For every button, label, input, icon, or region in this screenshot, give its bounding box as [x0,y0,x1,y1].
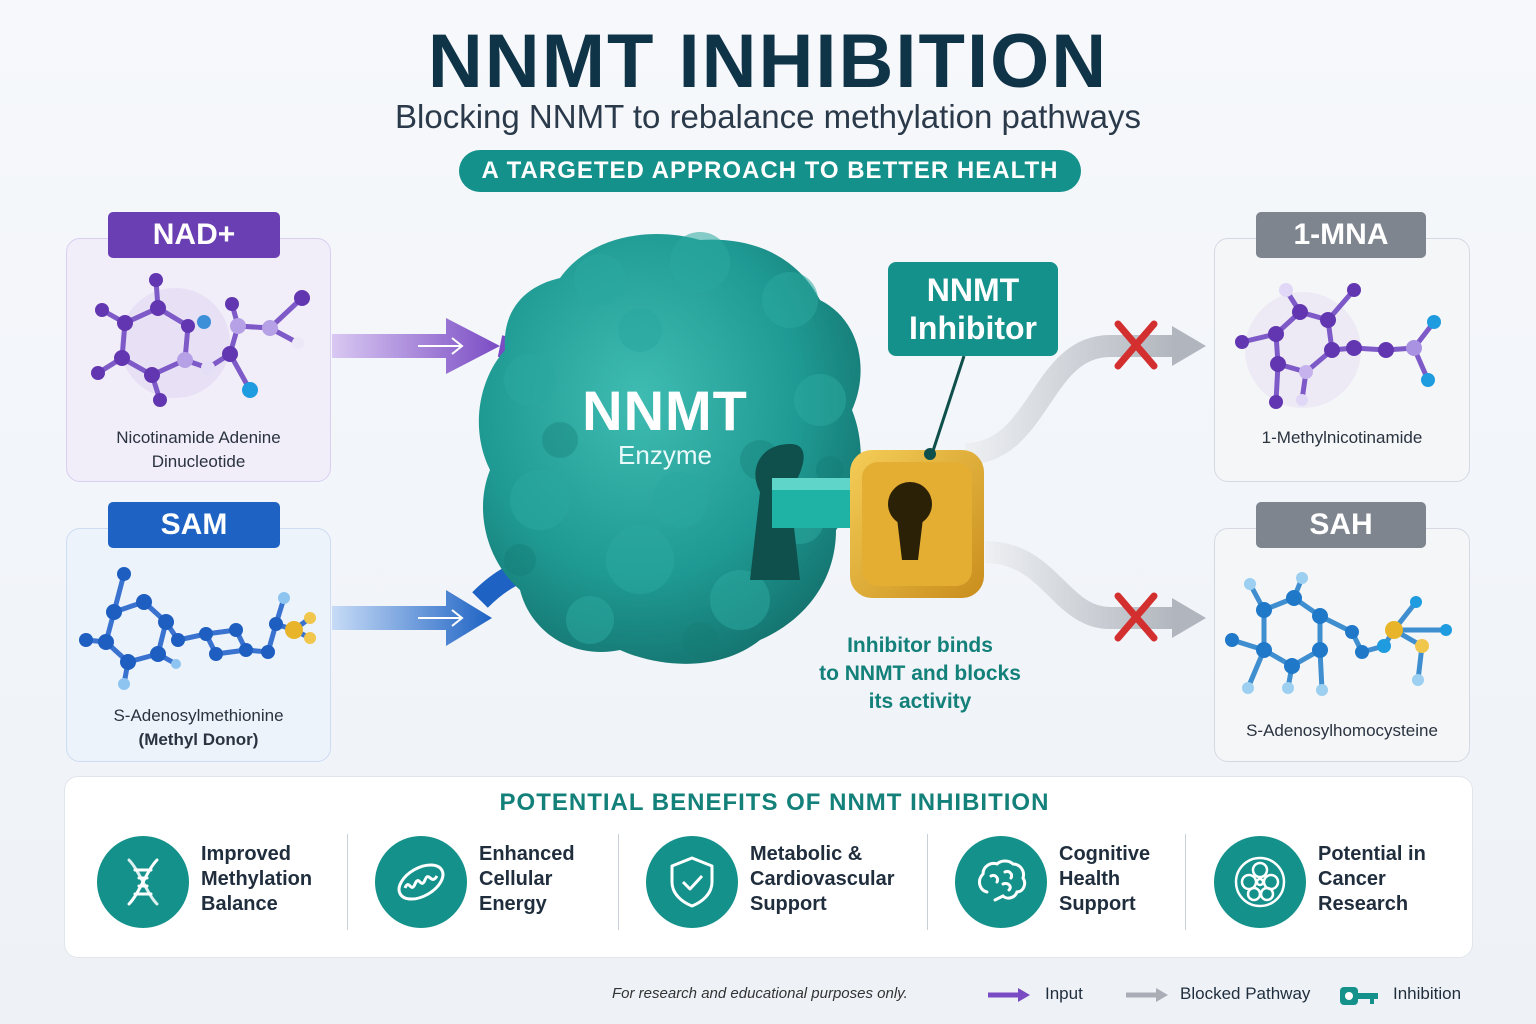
sam-caption-line2: (Methyl Donor) [138,730,259,749]
inhibitor-label-box: NNMT Inhibitor [888,262,1058,356]
binds-line2: to NNMT and blocks [819,662,1021,685]
key-icon [1340,987,1378,1005]
benefit-text: Cognitive Health Support [1059,842,1229,917]
sam-caption-line1: S-Adenosylmethionine [113,706,284,725]
benefit-line1: Cognitive [1059,843,1151,865]
benefit-divider [927,834,928,930]
mna-molecule-icon [1235,283,1441,409]
nad-caption-line1: Nicotinamide Adenine [116,428,281,447]
blocked-arrow-icon [1126,988,1168,1002]
mitochondria-icon [375,836,467,928]
nad-caption: Nicotinamide Adenine Dinucleotide [66,426,331,474]
dna-icon [97,836,189,928]
benefits-heading: POTENTIAL BENEFITS OF NNMT INHIBITION [499,789,1050,816]
benefit-line2: Cardiovascular [750,868,895,890]
sam-molecule-icon [79,567,316,690]
input-arrow-icon [988,988,1030,1002]
benefit-line1: Improved [201,843,292,865]
blocked-arrow-sah [984,541,1206,642]
benefit-line3: Support [750,893,827,915]
page-subtitle: Blocking NNMT to rebalance methylation p… [395,98,1141,135]
benefit-text: Potential in Cancer Research [1318,842,1488,917]
benefit-line1: Enhanced [479,843,575,865]
benefit-line2: Cellular [479,868,553,890]
enzyme-name: NNMT [582,379,748,442]
legend-input-label: Input [1045,984,1083,1003]
inhibitor-line1: NNMT [926,272,1020,308]
benefit-divider [347,834,348,930]
benefit-line1: Metabolic & [750,843,863,865]
inhibitor-line2: Inhibitor [909,310,1037,346]
mna-caption: 1-Methylnicotinamide [1261,428,1423,447]
benefit-text: Enhanced Cellular Energy [479,842,649,917]
benefit-line3: Support [1059,893,1136,915]
inhibitor-key-icon [772,355,984,598]
benefit-divider [618,834,619,930]
benefit-line1: Potential in [1318,843,1426,865]
page-title: NNMT INHIBITION [427,19,1109,104]
binds-line3: its activity [868,690,972,713]
legend-inhibition-label: Inhibition [1393,984,1462,1003]
footer-note: For research and educational purposes on… [612,985,908,1002]
benefit-text: Improved Methylation Balance [201,842,371,917]
sah-molecule-icon [1225,572,1452,696]
nad-caption-line2: Dinucleotide [151,452,246,471]
legend-blocked-label: Blocked Pathway [1180,984,1311,1003]
benefit-divider [1185,834,1186,930]
enzyme-sub: Enzyme [618,440,712,470]
sah-tag: SAH [1256,502,1426,548]
mna-tag: 1-MNA [1256,212,1426,258]
nad-molecule-icon [91,273,310,407]
shield-check-icon [646,836,738,928]
sam-tag: SAM [108,502,280,548]
benefit-line3: Balance [201,893,278,915]
inhibitor-description: Inhibitor binds to NNMT and blocks its a… [790,632,1050,716]
nad-tag: NAD+ [108,212,280,258]
benefit-line3: Energy [479,893,547,915]
sah-caption: S-Adenosylhomocysteine [1246,721,1438,740]
benefit-line2: Health [1059,868,1121,890]
blocked-arrow-mna [964,320,1206,465]
benefit-line2: Cancer [1318,868,1386,890]
brain-icon [955,836,1047,928]
benefit-text: Metabolic & Cardiovascular Support [750,842,920,917]
cell-cluster-icon [1214,836,1306,928]
binds-line1: Inhibitor binds [847,634,993,657]
tagline-badge: A TARGETED APPROACH TO BETTER HEALTH [459,150,1081,192]
benefit-line3: Research [1318,893,1409,915]
sam-caption: S-Adenosylmethionine (Methyl Donor) [66,704,331,752]
benefit-line2: Methylation [201,868,313,890]
